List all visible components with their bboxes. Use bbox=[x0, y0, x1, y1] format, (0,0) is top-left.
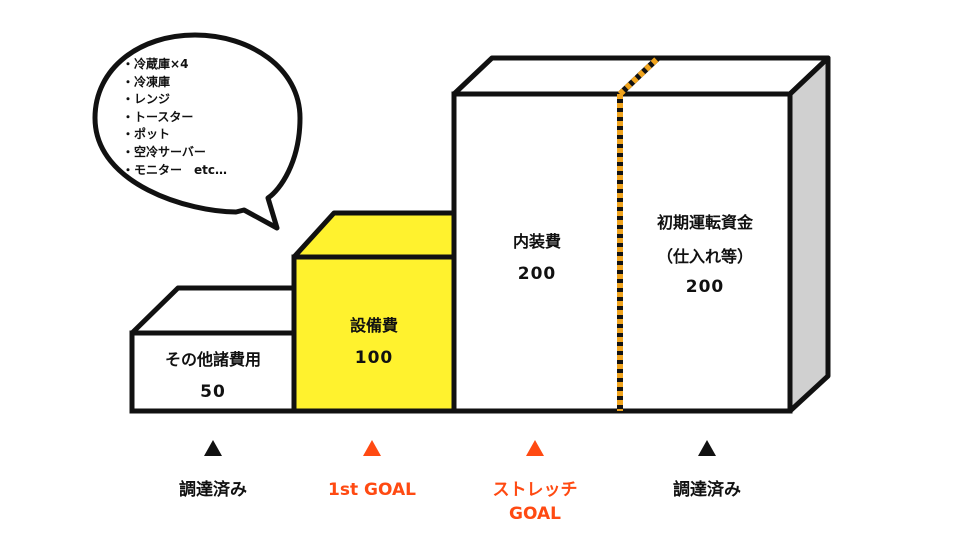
marker-label-line2: GOAL bbox=[509, 504, 561, 524]
list-item: 冷蔵庫×4 bbox=[122, 56, 227, 74]
block-other-front bbox=[129, 330, 297, 414]
block-value: 200 bbox=[685, 277, 725, 297]
block-equipment-front bbox=[291, 254, 457, 414]
list-item: モニター etc… bbox=[122, 162, 227, 180]
marker-label: 1st GOAL bbox=[328, 480, 416, 500]
block-other-top bbox=[129, 285, 307, 336]
marker-triangle-icon bbox=[698, 440, 716, 456]
list-item: トースター bbox=[122, 109, 227, 127]
divider-back bbox=[617, 55, 661, 97]
list-item: ポット bbox=[122, 126, 227, 144]
block-value: 200 bbox=[517, 264, 557, 284]
block-name: 初期運転資金 bbox=[656, 213, 754, 232]
block-other-label: その他諸費用 50 bbox=[165, 349, 261, 403]
list-item: 空冷サーバー bbox=[122, 144, 227, 162]
block-name-sub: （仕入れ等） bbox=[656, 247, 754, 266]
marker-triangle-icon bbox=[204, 440, 222, 456]
marker-triangle-icon bbox=[526, 440, 544, 456]
marker-triangle-icon bbox=[363, 440, 381, 456]
marker-label: ストレッチ GOAL bbox=[493, 478, 578, 526]
block-value: 50 bbox=[200, 382, 226, 402]
block-equipment-label: 設備費 100 bbox=[350, 315, 398, 369]
marker-label: 調達済み bbox=[179, 480, 247, 500]
marker-label-line1: ストレッチ bbox=[492, 480, 578, 500]
marker-label: 調達済み bbox=[673, 480, 741, 500]
block-equipment-top bbox=[291, 210, 457, 260]
block-large-side bbox=[787, 55, 831, 414]
block-name: 設備費 bbox=[349, 316, 399, 335]
list-item: レンジ bbox=[122, 91, 227, 109]
block-value: 100 bbox=[354, 348, 394, 368]
equipment-list: 冷蔵庫×4 冷凍庫 レンジ トースター ポット 空冷サーバー モニター etc… bbox=[122, 56, 227, 179]
block-name: その他諸費用 bbox=[164, 350, 262, 369]
block-interior-label: 内装費 200 bbox=[513, 231, 561, 285]
list-item: 冷凍庫 bbox=[122, 74, 227, 92]
block-name: 内装費 bbox=[512, 232, 562, 251]
block-operating-label: 初期運転資金 （仕入れ等） 200 bbox=[657, 212, 753, 298]
